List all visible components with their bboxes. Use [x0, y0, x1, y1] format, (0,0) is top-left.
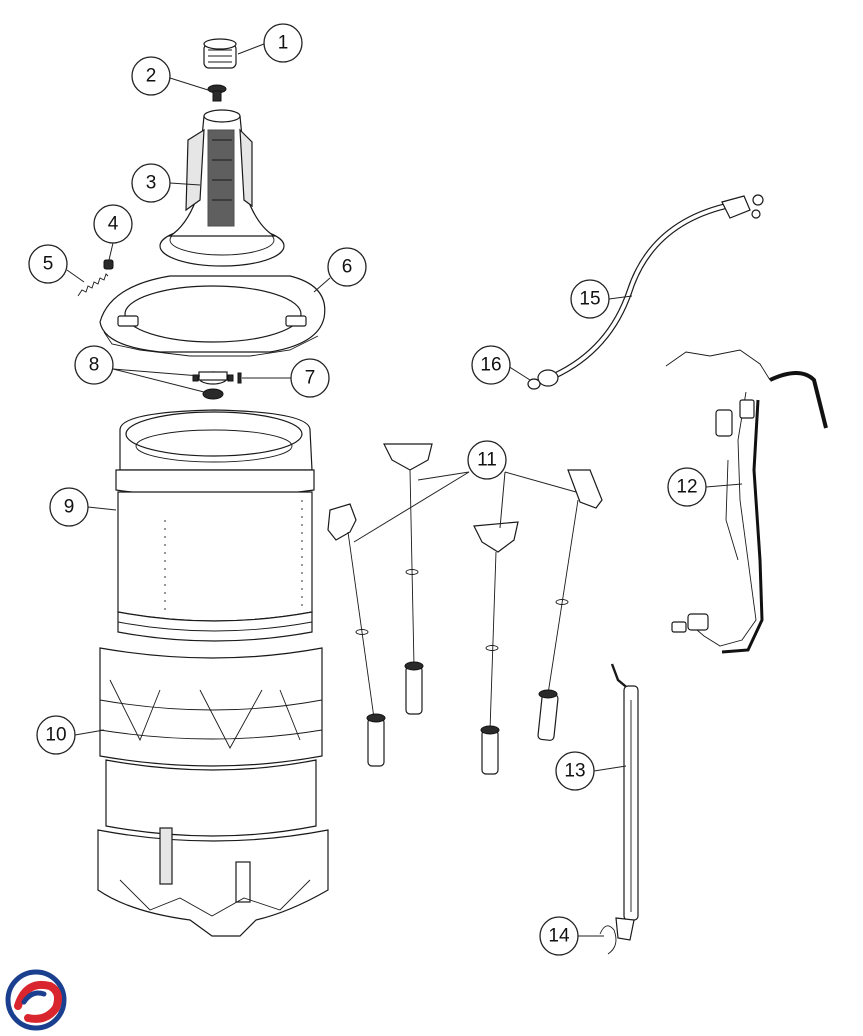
part-suspension-rod-b	[383, 443, 433, 715]
part-hose-clamp	[599, 917, 635, 955]
logo-swirl-blue	[21, 990, 47, 1005]
part-outer-tub	[97, 647, 329, 937]
callout-11-label: 11	[477, 450, 497, 471]
callout-8-label: 8	[89, 355, 100, 376]
part-wash-basket	[115, 409, 315, 642]
callout-3-label: 3	[146, 173, 157, 194]
callout-12: 12	[667, 467, 707, 507]
callout-2: 2	[131, 56, 171, 96]
part-drive-hub	[192, 371, 242, 385]
logo-swirl-red	[14, 981, 62, 1023]
part-drain-hose	[610, 663, 639, 921]
brand-swirl-logo	[5, 969, 67, 1031]
callout-15: 15	[570, 279, 610, 319]
part-tub-ring	[99, 275, 326, 357]
callout-14-label: 14	[548, 926, 570, 947]
callout-8: 8	[74, 345, 114, 385]
part-agitator	[159, 109, 285, 267]
callout-14: 14	[539, 916, 579, 956]
part-hub-seal	[202, 388, 224, 400]
part-suspension-rod-a	[327, 503, 386, 767]
callout-6: 6	[327, 247, 367, 287]
callout-13: 13	[555, 751, 595, 791]
callout-5: 5	[28, 244, 68, 284]
part-nut	[103, 259, 114, 270]
callout-11: 11	[467, 440, 507, 480]
callout-9-label: 9	[64, 497, 75, 518]
callout-7-label: 7	[305, 368, 316, 389]
callout-1: 1	[263, 23, 303, 63]
callout-16: 16	[471, 345, 511, 385]
callout-5-label: 5	[43, 254, 54, 275]
part-suspension-rod-c	[473, 521, 519, 775]
part-agitator-cap	[203, 38, 237, 69]
part-suspension-rod-d	[537, 469, 603, 741]
callout-4-label: 4	[108, 214, 119, 235]
leader-lines	[66, 43, 743, 937]
part-hose-fitting	[527, 369, 559, 390]
part-wire-harness	[665, 349, 828, 654]
part-inlet-hose	[551, 194, 764, 379]
part-spring	[77, 273, 109, 297]
callout-2-label: 2	[146, 66, 157, 87]
callout-13-label: 13	[564, 761, 585, 782]
callout-16-label: 16	[480, 355, 501, 376]
callout-4: 4	[93, 204, 133, 244]
callout-10-label: 10	[45, 725, 66, 746]
callout-9: 9	[49, 487, 89, 527]
callout-1-label: 1	[278, 33, 289, 54]
callout-15-label: 15	[579, 289, 600, 310]
callout-6-label: 6	[342, 257, 353, 278]
part-agitator-bolt	[207, 84, 227, 102]
callout-12-label: 12	[676, 477, 697, 498]
callout-3: 3	[131, 163, 171, 203]
callout-7: 7	[290, 358, 330, 398]
callout-10: 10	[36, 715, 76, 755]
